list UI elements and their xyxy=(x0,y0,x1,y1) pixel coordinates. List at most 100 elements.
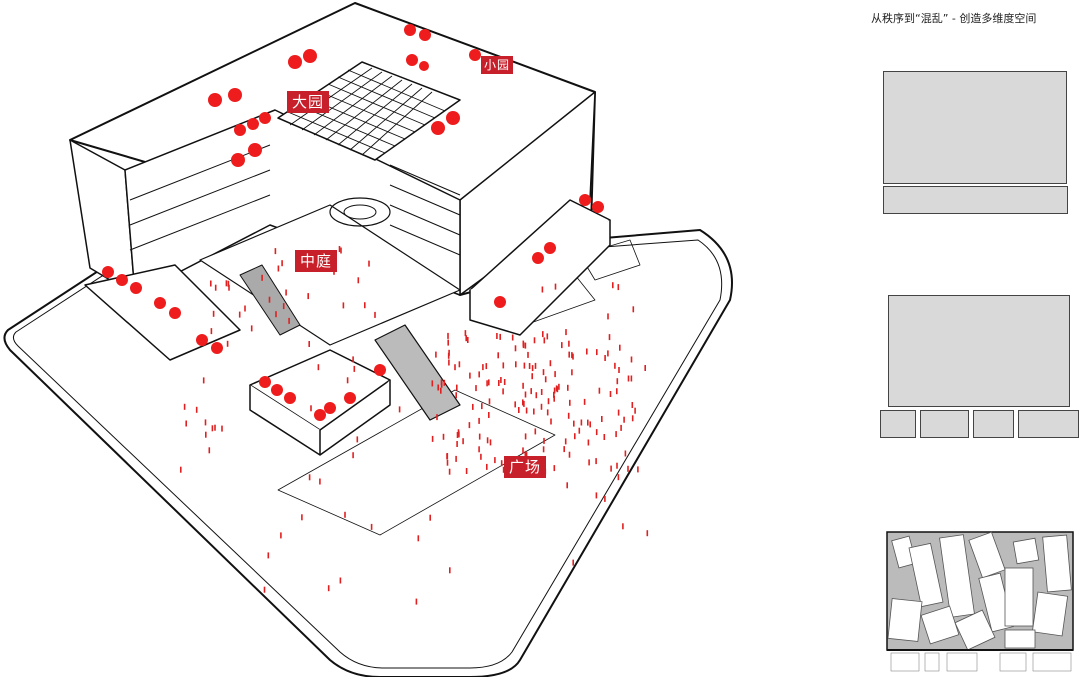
person-figure xyxy=(631,402,634,408)
person-figure xyxy=(497,352,499,359)
person-figure xyxy=(617,284,620,291)
person-figure xyxy=(630,375,633,382)
person-figure xyxy=(609,391,612,397)
person-figure xyxy=(449,567,451,574)
person-figure xyxy=(601,416,603,422)
person-figure xyxy=(498,380,500,386)
person-figure xyxy=(646,530,649,537)
person-figure xyxy=(185,420,187,427)
person-figure xyxy=(637,466,639,473)
plaza-pad xyxy=(579,239,641,281)
person-figure xyxy=(515,361,517,368)
person-figure xyxy=(533,337,536,344)
person-figure xyxy=(543,437,545,444)
person-figure xyxy=(568,451,571,458)
person-figure xyxy=(554,371,556,378)
person-figure xyxy=(342,302,345,309)
person-figure xyxy=(572,353,574,360)
person-figure xyxy=(533,408,535,415)
person-figure xyxy=(435,351,437,358)
person-figure xyxy=(502,466,505,473)
person-figure xyxy=(228,284,230,291)
person-figure xyxy=(549,360,552,367)
person-figure xyxy=(310,405,312,412)
person-figure xyxy=(567,412,570,419)
person-figure xyxy=(614,362,616,369)
person-figure xyxy=(553,395,555,402)
person-figure xyxy=(583,398,586,405)
person-figure xyxy=(514,345,517,352)
person-figure xyxy=(456,384,458,391)
person-figure xyxy=(469,372,471,379)
person-figure xyxy=(480,453,482,460)
plaza-stairs xyxy=(374,324,461,421)
person-figure xyxy=(488,398,491,405)
person-figure xyxy=(267,552,270,559)
person-figure xyxy=(496,333,498,339)
person-figure xyxy=(417,535,420,542)
person-figure xyxy=(214,284,217,291)
person-figure xyxy=(204,419,207,426)
person-figure xyxy=(227,280,230,287)
person-figure xyxy=(619,344,621,351)
transition-base-block xyxy=(1018,410,1079,438)
person-figure xyxy=(489,439,492,446)
person-figure xyxy=(455,392,457,399)
person-figure xyxy=(486,463,488,470)
label-plaza: 广场 xyxy=(504,456,547,478)
person-figure xyxy=(588,459,590,466)
label-courtyard: 中庭 xyxy=(295,250,338,272)
person-figure xyxy=(281,260,283,267)
person-figure xyxy=(180,466,182,473)
person-figure xyxy=(631,415,634,422)
person-figure xyxy=(523,362,526,369)
person-figure xyxy=(500,377,502,383)
person-figure xyxy=(226,340,229,347)
person-figure xyxy=(465,468,468,474)
person-figure xyxy=(277,265,280,272)
person-figure xyxy=(561,342,563,349)
transition-main-block xyxy=(888,295,1070,407)
person-figure xyxy=(274,248,277,255)
person-figure xyxy=(586,348,588,355)
person-figure xyxy=(589,421,591,428)
person-figure xyxy=(443,379,446,386)
person-figure xyxy=(472,403,474,410)
person-figure xyxy=(437,384,439,391)
person-figure xyxy=(525,407,528,414)
person-figure xyxy=(317,364,320,371)
site-boundary-inner xyxy=(12,171,723,669)
person-figure xyxy=(620,424,622,431)
person-figure xyxy=(630,356,633,363)
person-figure xyxy=(285,289,287,296)
person-figure xyxy=(616,378,619,385)
person-figure xyxy=(632,306,635,313)
person-figure xyxy=(488,412,490,418)
person-figure xyxy=(440,379,443,386)
person-figure xyxy=(268,296,271,303)
person-figure xyxy=(225,280,228,287)
person-figure xyxy=(554,283,557,290)
person-figure xyxy=(339,577,342,584)
label-big-garden: 大园 xyxy=(287,91,330,113)
person-figure xyxy=(288,317,290,324)
person-figure xyxy=(553,465,556,472)
person-figure xyxy=(307,293,309,300)
person-figure xyxy=(524,342,527,349)
person-figure xyxy=(346,377,349,384)
order-base-block xyxy=(883,186,1068,214)
person-figure xyxy=(499,333,501,340)
people-figures xyxy=(180,246,649,605)
person-figure xyxy=(327,585,330,592)
person-figure xyxy=(522,399,524,406)
person-figure xyxy=(308,474,311,481)
person-figure xyxy=(604,495,606,502)
person-figure xyxy=(465,335,467,342)
person-figure xyxy=(447,339,449,346)
person-figure xyxy=(644,365,646,371)
person-figure xyxy=(368,260,370,267)
person-figure xyxy=(475,385,477,392)
person-figure xyxy=(528,363,531,369)
label-small-garden: 小园 xyxy=(481,56,514,74)
person-figure xyxy=(448,359,450,366)
